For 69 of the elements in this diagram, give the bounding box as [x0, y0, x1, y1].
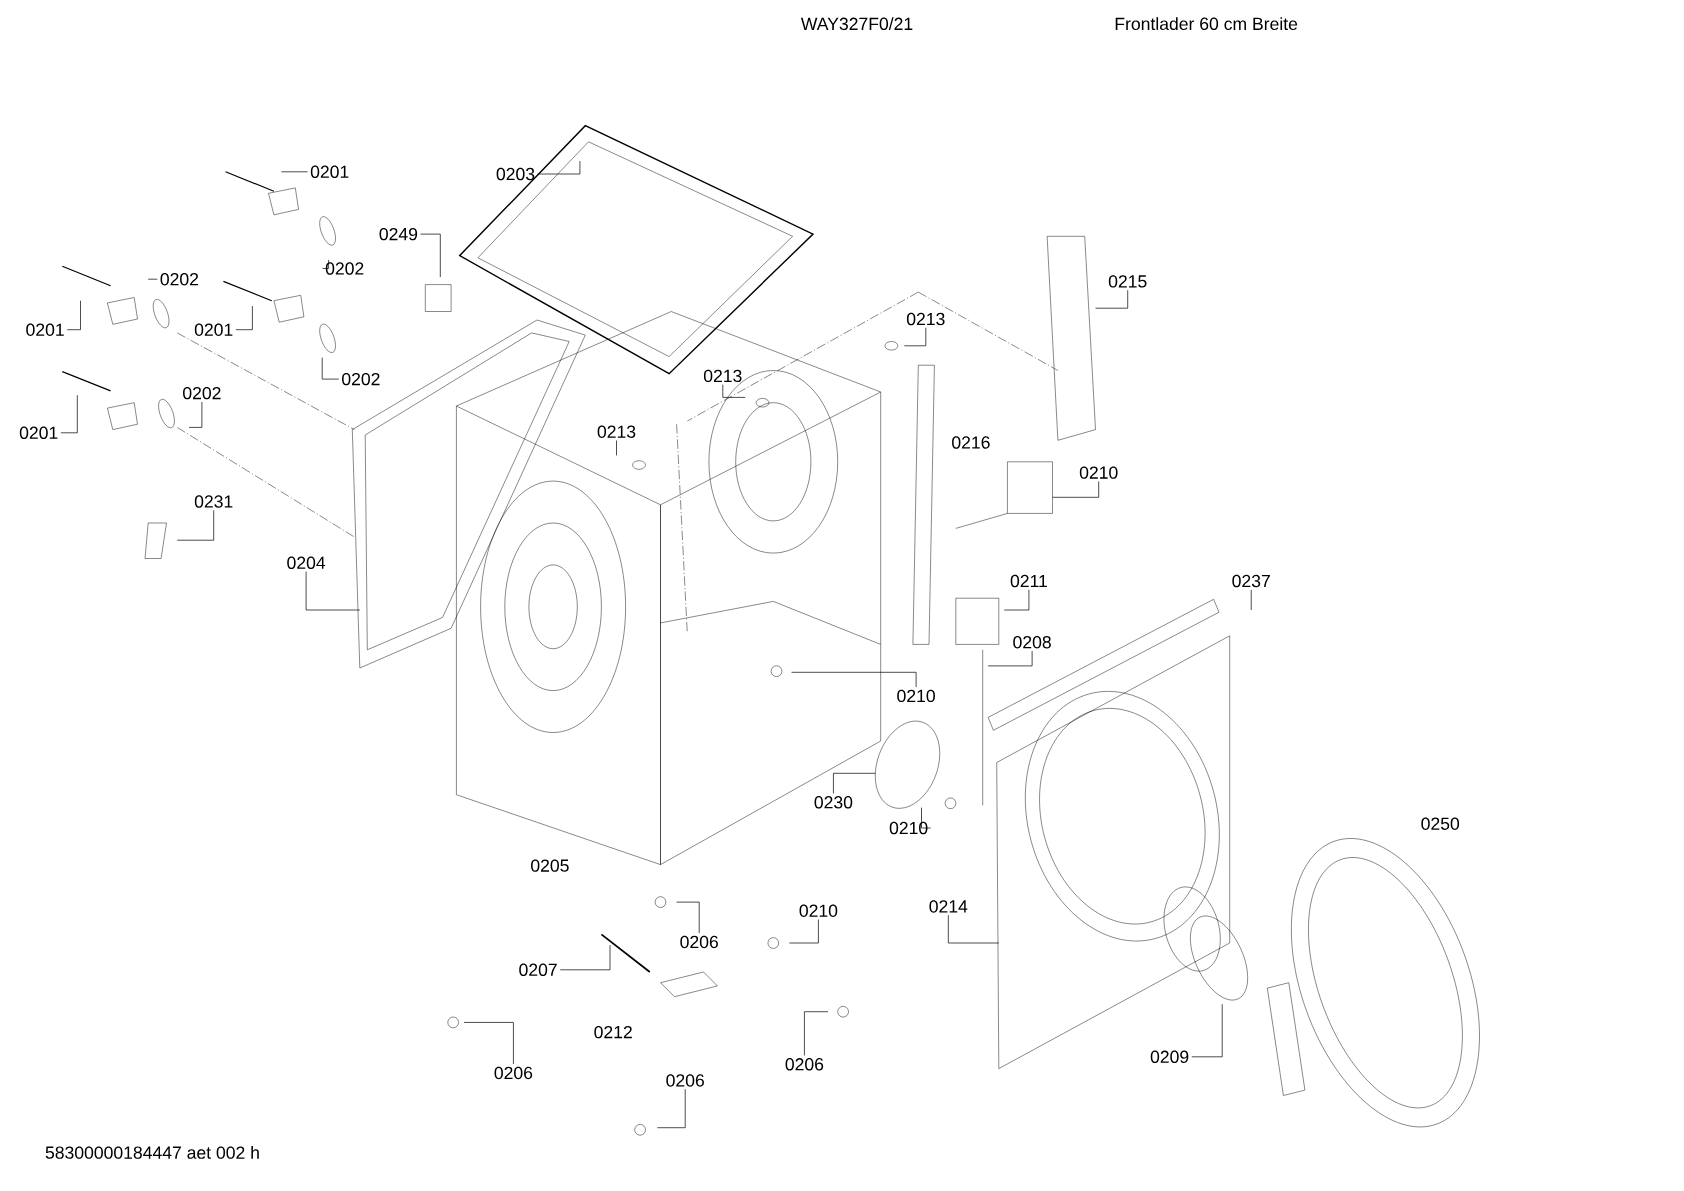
leader-line: [947, 914, 1000, 944]
leader-line: [676, 901, 700, 934]
callout-number: 0202: [183, 386, 221, 400]
leader-line: [463, 1022, 514, 1065]
callout-number: 0208: [1013, 636, 1051, 649]
callout-number: 0201: [310, 165, 349, 178]
leader-line: [833, 772, 876, 794]
callout-number: 0216: [952, 436, 990, 449]
callout-number: 0209: [1150, 1050, 1189, 1064]
leader-line: [656, 1088, 686, 1129]
leader-line: [188, 401, 203, 428]
callout-number: 0204: [287, 556, 326, 569]
callout-number: 0201: [194, 323, 233, 336]
leader-line: [420, 233, 441, 278]
leader-line: [281, 171, 308, 173]
leader-line: [321, 357, 340, 380]
callout-number: 0201: [19, 426, 58, 439]
callout-number: 0250: [1421, 817, 1460, 830]
header-text: WAY327F0/21: [800, 17, 913, 31]
header-text: Frontlader 60 cm Breite: [1115, 17, 1298, 31]
callout-number: 0210: [897, 689, 935, 703]
callout-number: 0215: [1108, 275, 1147, 288]
leader-line: [1095, 289, 1129, 309]
callout-number: 0206: [785, 1058, 824, 1071]
callout-number: 0237: [1232, 574, 1270, 588]
callout-number: 0206: [680, 935, 718, 949]
callout-number: 0201: [26, 323, 64, 336]
leader-line: [903, 327, 927, 347]
leader-line: [66, 300, 81, 331]
callout-number: 0249: [379, 227, 418, 241]
leader-line: [1250, 589, 1252, 611]
callout-number: 0206: [494, 1066, 533, 1080]
callout-number: 0202: [160, 273, 199, 286]
leader-line: [791, 671, 917, 688]
leader-line: [176, 509, 215, 541]
callout-number: 0205: [531, 859, 569, 872]
callout-number: 0230: [814, 796, 853, 809]
leader-line: [1191, 1003, 1223, 1058]
leader-line: [1052, 481, 1100, 498]
callout-number: 0231: [194, 495, 233, 508]
leader-line: [616, 440, 617, 456]
leader-line: [147, 278, 158, 280]
callout-number: 0213: [906, 312, 945, 326]
callout-number: 0203: [496, 167, 535, 181]
callout-number: 0214: [929, 900, 968, 913]
footer-code: 58300000184447 aet 002 h: [45, 1145, 259, 1159]
callout-number: 0206: [666, 1074, 704, 1087]
leader-line: [789, 919, 819, 944]
leader-line: [987, 650, 1033, 667]
leader-line: [322, 259, 329, 269]
leader-line: [921, 807, 932, 829]
callout-number: 0210: [1079, 466, 1118, 479]
callout-number: 0211: [1010, 574, 1047, 588]
leader-line: [559, 944, 611, 971]
callout-number: 0210: [889, 821, 928, 835]
callout-number: 0202: [342, 372, 380, 386]
leader-line: [537, 160, 581, 175]
callout-number: 0210: [799, 904, 838, 917]
callout-number: 0213: [703, 369, 742, 383]
leader-line: [235, 305, 253, 331]
callout-number: 0212: [594, 1025, 632, 1039]
callout-number: 0202: [325, 262, 364, 275]
leader-line: [1003, 589, 1030, 611]
callout-number: 0207: [519, 963, 557, 977]
leader-line: [305, 571, 361, 611]
callout-number: 0213: [597, 425, 636, 438]
leader-line: [722, 384, 746, 398]
leader-line: [804, 1011, 829, 1056]
leader-line: [60, 394, 78, 434]
